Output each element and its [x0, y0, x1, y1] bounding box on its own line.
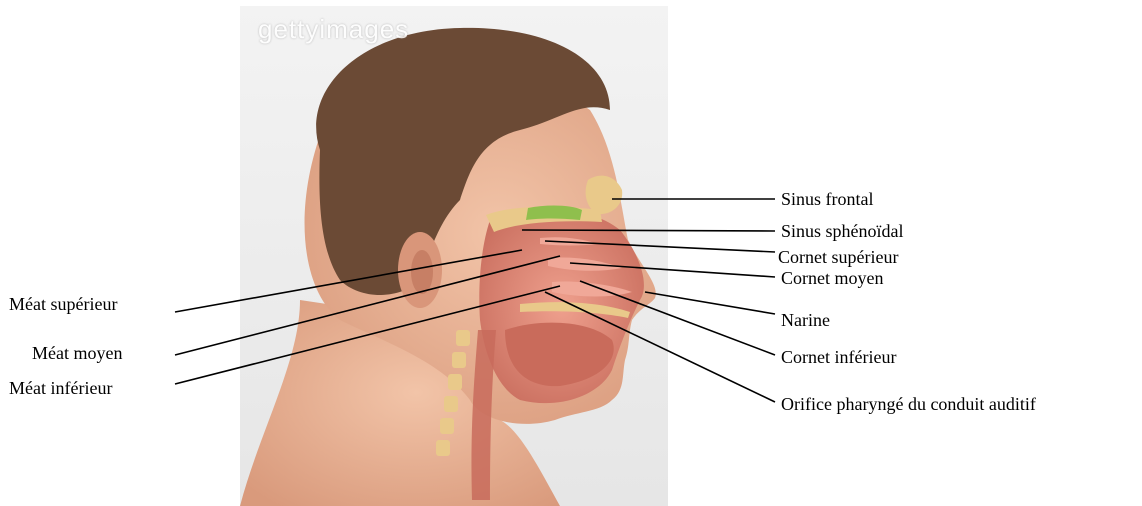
ear-inner [411, 250, 433, 294]
label-sinus-sphenoidal: Sinus sphénoïdal [781, 221, 904, 241]
label-narine: Narine [781, 310, 830, 330]
label-meat-inferieur: Méat inférieur [9, 378, 112, 398]
label-cornet-moyen: Cornet moyen [781, 268, 883, 288]
label-meat-moyen: Méat moyen [32, 343, 122, 363]
label-orifice-pharynge: Orifice pharyngé du conduit auditif [781, 394, 1036, 414]
label-sinus-frontal: Sinus frontal [781, 189, 874, 209]
leader-sinus-sphenoidal [522, 230, 775, 231]
label-cornet-superieur: Cornet supérieur [778, 247, 898, 267]
sphenoid-sinus [526, 206, 582, 220]
label-cornet-inferieur: Cornet inférieur [781, 347, 896, 367]
watermark-logo: gettyimages [258, 14, 409, 45]
label-meat-superieur: Méat supérieur [9, 294, 117, 314]
